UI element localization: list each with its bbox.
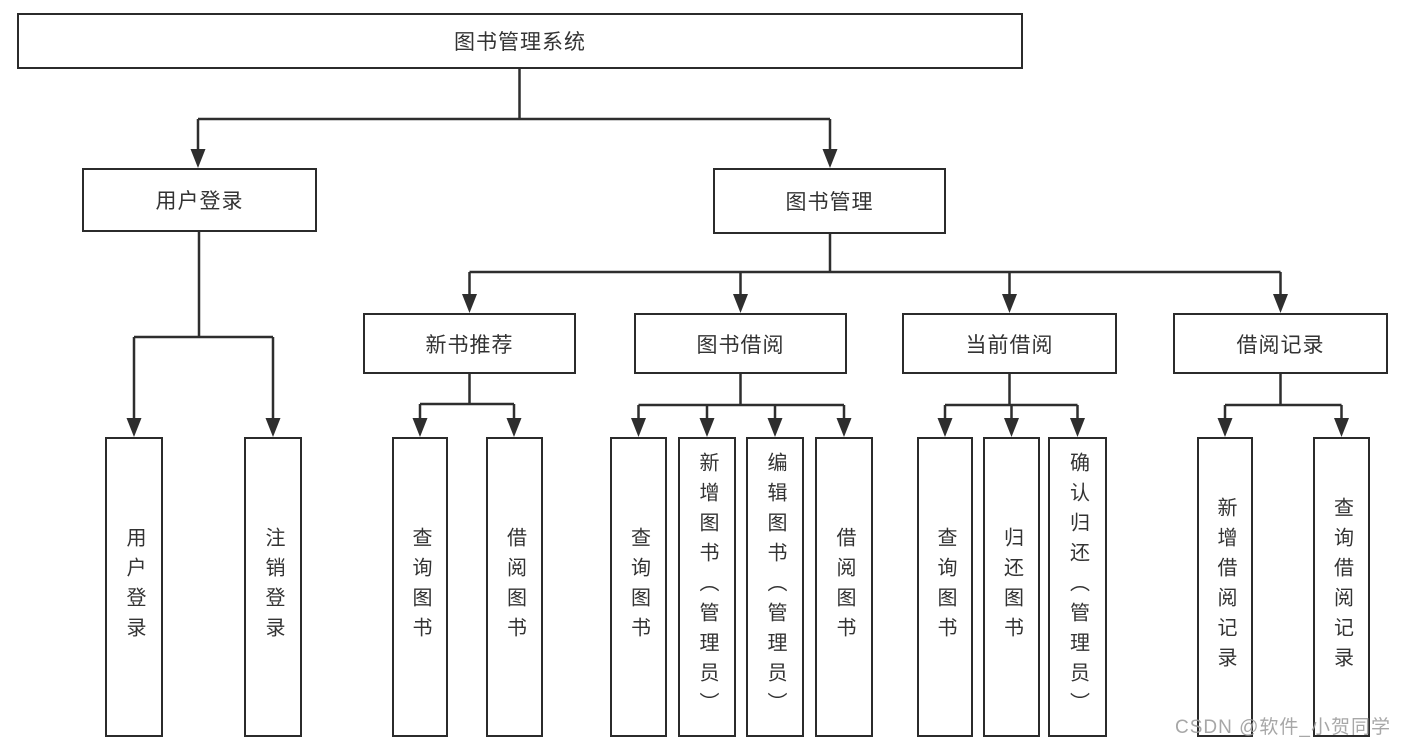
leaf-query-books-recommend: 查询图书 — [392, 437, 448, 737]
node-label: 查询图书 — [627, 527, 650, 647]
node-book-borrow: 图书借阅 — [634, 313, 847, 374]
leaf-query-books-borrow: 查询图书 — [610, 437, 667, 737]
node-label: 图书借阅 — [696, 333, 785, 357]
node-label: 查询图书 — [409, 527, 431, 647]
node-label: 查询图书 — [934, 527, 956, 647]
node-label: 编辑图书（管理员） — [764, 452, 786, 722]
leaf-add-borrow-record: 新增借阅记录 — [1197, 437, 1253, 737]
leaf-query-books-current: 查询图书 — [917, 437, 973, 737]
node-label: 新增图书（管理员） — [696, 452, 718, 722]
node-label: 注销登录 — [262, 527, 284, 647]
node-label: 归还图书 — [1000, 527, 1023, 647]
node-label: 查询借阅记录 — [1330, 497, 1353, 677]
node-label: 用户登录 — [123, 527, 145, 647]
leaf-return-books: 归还图书 — [983, 437, 1040, 737]
node-label: 新书推荐 — [425, 333, 514, 357]
watermark: CSDN @软件_小贺同学 — [1175, 717, 1391, 738]
node-label: 图书管理 — [785, 191, 874, 214]
leaf-confirm-return-admin: 确认归还（管理员） — [1048, 437, 1107, 737]
node-book-management: 图书管理 — [713, 168, 946, 234]
node-label: 借阅图书 — [503, 527, 526, 647]
node-current-borrow: 当前借阅 — [902, 313, 1117, 374]
node-borrow-records: 借阅记录 — [1173, 313, 1388, 374]
leaf-borrow-books: 借阅图书 — [815, 437, 873, 737]
leaf-edit-book-admin: 编辑图书（管理员） — [746, 437, 804, 737]
node-label: 借阅记录 — [1236, 333, 1325, 357]
leaf-user-login: 用户登录 — [105, 437, 163, 737]
node-root-system: 图书管理系统 — [17, 13, 1023, 69]
node-label: 借阅图书 — [833, 527, 855, 647]
leaf-add-book-admin: 新增图书（管理员） — [678, 437, 736, 737]
node-label: 图书管理系统 — [454, 31, 586, 54]
node-label: 确认归还（管理员） — [1066, 452, 1089, 722]
node-user-login: 用户登录 — [82, 168, 317, 232]
node-new-book-recommend: 新书推荐 — [363, 313, 576, 374]
node-label: 用户登录 — [155, 190, 244, 213]
node-label: 当前借阅 — [965, 333, 1054, 357]
leaf-borrow-books-recommend: 借阅图书 — [486, 437, 543, 737]
leaf-logout: 注销登录 — [244, 437, 302, 737]
leaf-query-borrow-record: 查询借阅记录 — [1313, 437, 1370, 737]
node-label: 新增借阅记录 — [1214, 497, 1236, 677]
